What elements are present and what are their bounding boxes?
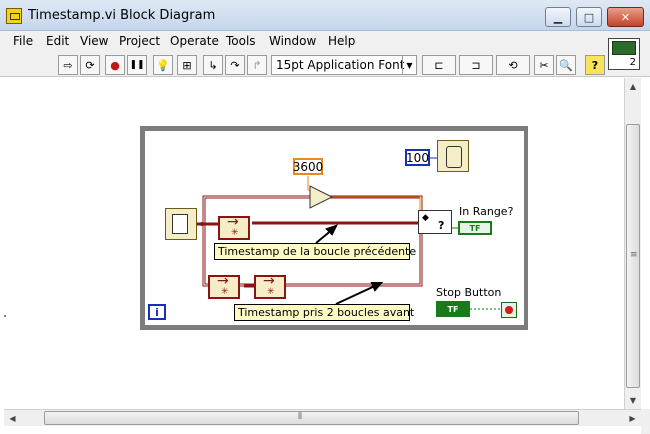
in-range-question: ?	[438, 219, 445, 232]
distribute-objects-icon[interactable]: ⊐	[459, 55, 493, 75]
comment-two-loops-back[interactable]: Timestamp pris 2 boucles avant	[234, 304, 414, 321]
stop-button-control[interactable]: TF	[436, 301, 470, 317]
scroll-left-icon[interactable]: ◀	[9, 413, 16, 423]
multiply-node[interactable]	[309, 185, 333, 209]
pause-icon[interactable]: ❚❚	[127, 55, 147, 75]
note-arrows	[315, 224, 384, 305]
in-range-indicator-label: In Range?	[459, 205, 514, 218]
maximize-button[interactable]: □	[576, 7, 602, 27]
grip-icon: ≡	[630, 250, 638, 260]
run-continuously-icon[interactable]: ⟳	[80, 55, 100, 75]
step-into-icon[interactable]: ↳	[203, 55, 223, 75]
font-select-value: 15pt Application Font	[276, 58, 405, 72]
scroll-right-icon[interactable]: ▶	[629, 413, 636, 423]
numeric-constant-100[interactable]: 100	[405, 149, 430, 166]
retain-wire-values-icon[interactable]: ⊞	[177, 55, 197, 75]
in-range-and-coerce-function[interactable]: ◆ ?	[418, 210, 452, 234]
toolbar: ⇨ ⟳ ● ❚❚ 💡 ⊞ ↳ ↷ ↱ 15pt Application Font…	[0, 53, 650, 77]
menu-edit[interactable]: Edit	[46, 34, 70, 48]
in-range-glyph: ◆	[422, 213, 429, 223]
reorder-icon[interactable]: ⟲	[496, 55, 530, 75]
scroll-up-icon[interactable]: ▲	[629, 82, 637, 91]
menu-help[interactable]: Help	[328, 34, 356, 48]
menu-file[interactable]: File	[13, 34, 34, 48]
window-resize-grip[interactable]	[641, 409, 650, 434]
arrow-head-previous	[325, 224, 338, 236]
close-button[interactable]: ✕	[607, 7, 644, 27]
stop-button-label: Stop Button	[436, 286, 502, 299]
help-icon[interactable]: ?	[585, 55, 605, 75]
diagram-grid-dot	[4, 315, 6, 317]
comment-previous-timestamp[interactable]: Timestamp de la boucle précédente	[214, 243, 416, 260]
align-objects-icon[interactable]: ⊏	[422, 55, 456, 75]
shift-register-left-1[interactable]	[218, 214, 250, 240]
labview-vi-icon	[6, 8, 22, 24]
run-icon[interactable]: ⇨	[58, 55, 78, 75]
vi-icon-image	[612, 41, 636, 55]
iteration-terminal[interactable]: i	[148, 304, 166, 320]
chevron-down-icon: ▼	[402, 56, 416, 74]
vertical-scroll-thumb[interactable]	[626, 124, 640, 388]
numeric-constant-3600[interactable]: 3600	[292, 158, 324, 175]
wire-junction	[200, 222, 204, 226]
menu-tools[interactable]: Tools	[226, 34, 256, 48]
step-over-icon[interactable]: ↷	[225, 55, 245, 75]
connector-pane-number: 2	[629, 57, 636, 68]
connector-pane[interactable]: 2	[608, 38, 640, 70]
loop-condition-terminal[interactable]	[501, 302, 517, 318]
menu-project[interactable]: Project	[119, 34, 161, 48]
minimize-button[interactable]: ▁	[545, 7, 571, 27]
menu-bar: File Edit View Project Operate Tools Win…	[0, 31, 650, 53]
step-out-icon[interactable]: ↱	[247, 55, 267, 75]
horizontal-scroll-thumb[interactable]	[44, 411, 579, 425]
shift-register-left-2[interactable]	[208, 273, 240, 299]
get-date-time-function-icon[interactable]	[165, 208, 197, 240]
font-select[interactable]: 15pt Application Font ▼	[271, 55, 417, 75]
scroll-down-icon[interactable]: ▼	[629, 396, 637, 405]
arrow-head-two-back	[370, 282, 384, 292]
arrow-note-two-back	[335, 284, 378, 305]
highlight-execution-icon[interactable]: 💡	[153, 55, 173, 75]
while-loop[interactable]	[140, 126, 528, 330]
menu-view[interactable]: View	[80, 34, 109, 48]
search-icon[interactable]: 🔍	[556, 55, 576, 75]
cleanup-diagram-icon[interactable]: ✂	[534, 55, 554, 75]
shift-register-left-3[interactable]	[254, 273, 286, 299]
grip-icon: ⦀	[298, 412, 302, 422]
multiply-function	[309, 185, 334, 209]
abort-icon[interactable]: ●	[105, 55, 125, 75]
menu-window[interactable]: Window	[269, 34, 317, 48]
menu-operate[interactable]: Operate	[170, 34, 219, 48]
window-title: Timestamp.vi Block Diagram	[28, 8, 216, 23]
title-bar: Timestamp.vi Block Diagram ▁ □ ✕	[0, 0, 650, 31]
wait-ms-function-icon[interactable]	[437, 140, 469, 172]
in-range-indicator[interactable]: TF	[458, 221, 492, 235]
vertical-scrollbar[interactable]: ▲ ≡ ▼	[624, 78, 641, 409]
horizontal-scrollbar[interactable]: ◀ ⦀ ▶	[4, 409, 641, 426]
